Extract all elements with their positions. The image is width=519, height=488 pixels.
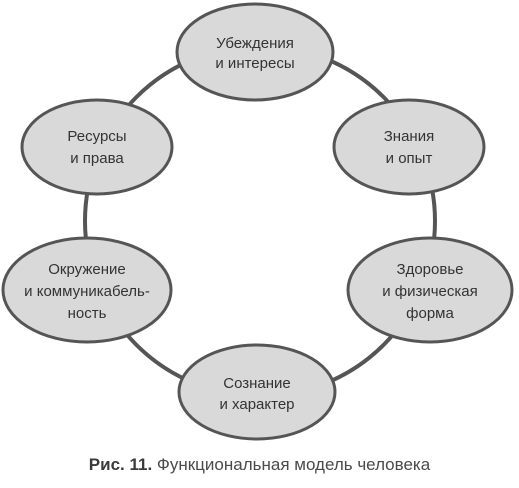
node-health-line-2: и физическая [382, 283, 478, 300]
node-environment-line-1: Окружение [48, 261, 125, 278]
node-consciousness-line-1: Сознание [223, 375, 291, 392]
node-resources-line-2: и права [70, 150, 124, 167]
node-consciousness-line-2: и характер [219, 396, 294, 413]
node-beliefs-line-1: Убеждения [216, 35, 294, 52]
node-environment-line-2: и коммуникабель- [24, 283, 150, 300]
node-environment: Окружение и коммуникабель- ность [1, 236, 173, 344]
node-beliefs-line-2: и интересы [215, 55, 294, 72]
node-knowledge-line-2: и опыт [386, 150, 433, 167]
figure-caption: Рис. 11. Функциональная модель человека [0, 455, 519, 475]
node-health-line-1: Здоровье [397, 261, 464, 278]
node-resources-line-1: Ресурсы [67, 128, 126, 145]
node-health: Здоровье и физическая форма [346, 236, 514, 344]
node-health-line-3: форма [406, 305, 454, 322]
node-environment-line-3: ность [68, 305, 107, 322]
node-resources: Ресурсы и права [20, 98, 174, 196]
node-consciousness: Сознание и характер [177, 343, 337, 441]
node-knowledge: Знания и опыт [332, 98, 486, 196]
figure-caption-text: Функциональная модель человека [156, 455, 431, 474]
node-knowledge-line-1: Знания [384, 128, 434, 145]
figure-caption-label: Рис. 11. [88, 455, 153, 474]
node-beliefs: Убеждения и интересы [175, 2, 335, 102]
